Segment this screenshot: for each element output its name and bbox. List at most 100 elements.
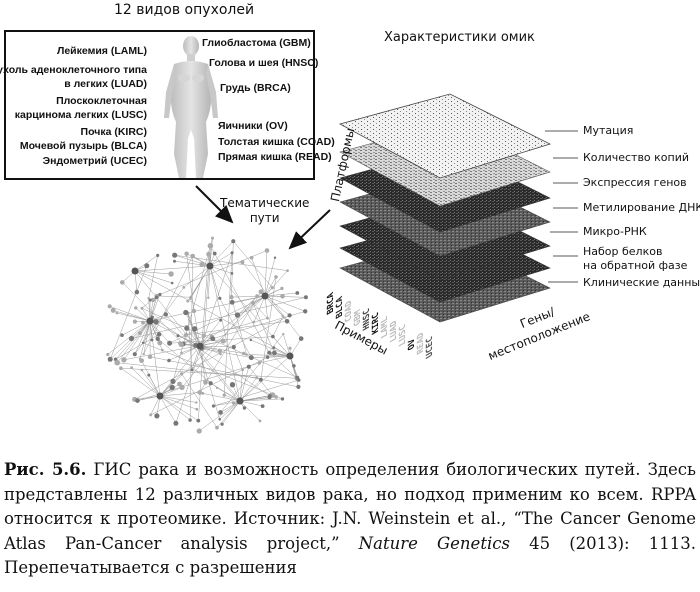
network-node [110,307,116,313]
network-node [220,422,224,426]
layer-label-mirna: Микро-РНК [583,225,647,238]
network-node [180,372,184,376]
network-node [264,248,270,253]
network-node [241,368,245,371]
network-node [208,381,213,386]
network-node [271,334,275,339]
tumor-label-kirc: Почка (KIRC) [80,126,147,138]
layer-label-copy-number: Количество копий [583,151,690,164]
network-node [267,394,272,398]
caption-journal: Nature Genetics [358,533,510,553]
tumor-label-lusc-1: Плоскоклеточная [56,95,147,107]
layer-label-expression: Экспрессия генов [583,176,687,189]
network-node [190,368,194,372]
layer-label-rppa-1: Набор белков [583,245,663,258]
network-node [211,236,214,240]
network-node [120,280,125,285]
network-node [270,286,274,290]
network-node [120,333,124,337]
network-node [167,340,173,346]
caption-label: Рис. 5.6. [4,460,87,479]
network-node [255,294,259,299]
network-node [196,418,201,423]
pathway-network [106,236,308,434]
network-node [173,259,176,263]
network-node [156,253,160,257]
network-node [210,336,216,342]
sample-list: BRCA BLCA COAD GBM HNSC KIRC LAML LUAD L… [326,284,476,360]
network-node [178,342,184,348]
caption-text-2: 45 (2013): 1113. Перепечатывается с разр… [4,533,696,578]
network-node [231,239,236,244]
network-node [196,428,202,434]
network-node [242,406,247,410]
network-node [138,331,142,336]
network-node [140,306,144,310]
layer-label-rppa-2: на обратной фазе [583,259,688,272]
network-node [134,306,138,310]
pathways-label: Тематические пути [220,196,309,226]
network-node [132,319,137,324]
network-node [257,361,261,365]
network-node [231,401,236,405]
tumor-label-luad-1: Опухоль аденоклеточного типа [0,64,147,76]
network-node [173,420,179,426]
network-node [272,350,277,356]
network-node [273,256,277,259]
network-hub [146,317,154,325]
network-node [147,354,153,359]
tumor-label-luad-2: в легких (LUAD) [64,78,147,90]
network-hub [206,262,214,270]
network-node [150,297,156,303]
omics-layer-stack [338,93,552,323]
network-node [167,358,171,363]
network-node [184,251,189,256]
network-node [188,418,192,422]
network-node [260,404,265,408]
layer-label-clinical: Клинические данные [583,276,700,289]
network-node [286,269,289,272]
network-node [144,263,150,269]
network-node [267,350,271,355]
tumor-types-title: 12 видов опухолей [114,2,255,18]
network-node [141,320,145,325]
network-node [184,325,190,331]
network-node [160,348,164,352]
network-node [206,251,211,257]
network-node [241,351,246,356]
network-node [168,271,174,277]
network-node [121,357,127,363]
network-node [229,299,235,305]
network-node [229,294,234,300]
network-node [132,352,137,357]
network-node [195,407,199,411]
network-node [303,295,308,300]
network-node [248,355,254,361]
network-node [234,312,241,318]
tumor-label-brca: Грудь (BRCA) [220,82,291,94]
network-hub [286,352,294,360]
network-node [230,272,234,275]
network-node [219,318,223,322]
network-node [197,390,203,395]
network-node [217,348,223,353]
network-node [295,291,300,295]
network-node [258,377,263,382]
network-node [201,333,206,338]
network-node [281,314,285,318]
network-node [222,393,226,397]
network-node [252,320,256,324]
network-node [147,373,151,377]
network-node [287,313,292,318]
network-node [215,386,219,390]
network-node [272,346,276,349]
network-node [150,338,154,342]
network-node [218,296,222,300]
network-node [155,336,160,341]
network-node [288,346,292,350]
network-node [149,413,153,417]
network-hub [261,292,269,300]
network-node [183,332,189,338]
network-node [182,286,186,289]
network-node [195,401,198,404]
